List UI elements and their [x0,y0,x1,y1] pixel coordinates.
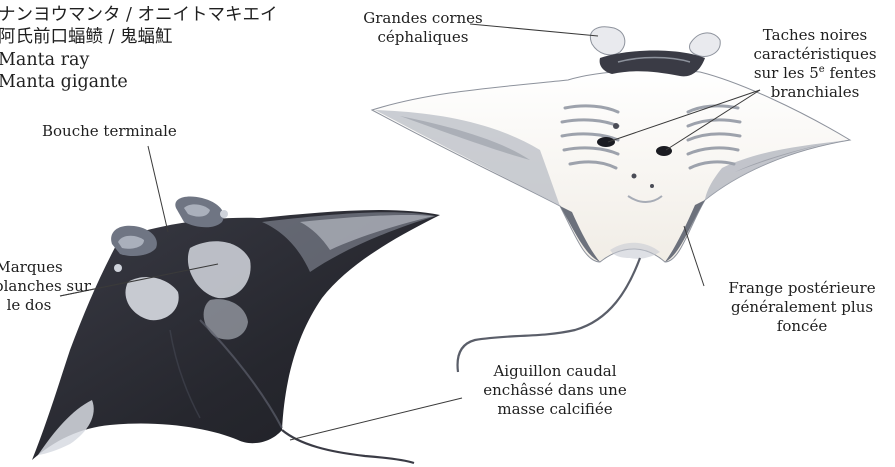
name-english: Manta ray [0,49,278,71]
label-gill-spots-line3: sur les 5e fentes [735,64,895,83]
dorsal-eye-right [220,210,228,218]
label-gill-spots-line4: branchiales [735,83,895,102]
dorsal-eye-left [114,264,122,272]
label-gill-spots-line1: Taches noires [735,26,895,45]
label-fringe-line2: généralement plus [712,298,892,317]
species-names: ナンヨウマンタ / オニイトマキエイ 阿氏前口蝠鲼 / 鬼蝠魟 Manta ra… [0,4,278,94]
label-spine-line3: masse calcifiée [460,400,650,419]
label-horns-line2: céphaliques [352,28,494,47]
label-gill-spots: Taches noires caractéristiques sur les 5… [735,26,895,102]
ventral-tail [458,258,640,372]
name-chinese: 阿氏前口蝠鲼 / 鬼蝠魟 [0,26,278,48]
ventral-black-spot-left [597,137,615,147]
name-japanese: ナンヨウマンタ / オニイトマキエイ [0,4,278,26]
label-spine: Aiguillon caudal enchâssé dans une masse… [460,362,650,419]
label-horns-line1: Grandes cornes [352,9,494,28]
label-dorsal-marks-line3: le dos [0,296,64,315]
label-mouth: Bouche terminale [42,122,177,141]
ventral-cephalic-horn-right [689,33,720,56]
label-dorsal-marks: Marques blanches sur le dos [0,258,64,315]
ventral-cephalic-horn-left [590,27,624,55]
label-fringe-line1: Frange postérieure [712,279,892,298]
label-fringe: Frange postérieure généralement plus fon… [712,279,892,336]
dorsal-tail [282,430,414,463]
label-gill-spots-line2: caractéristiques [735,45,895,64]
label-spine-line2: enchâssé dans une [460,381,650,400]
name-french: Manta gigante [0,71,278,93]
label-fringe-line3: foncée [712,317,892,336]
label-horns: Grandes cornes céphaliques [352,9,494,47]
leader-fringe [684,226,704,286]
label-spine-line1: Aiguillon caudal [460,362,650,381]
leader-spine [290,398,462,440]
leader-mouth [148,146,168,232]
label-dorsal-marks-line1: Marques [0,258,64,277]
dorsal-manta [32,196,440,463]
label-dorsal-marks-line2: blanches sur [0,277,64,296]
